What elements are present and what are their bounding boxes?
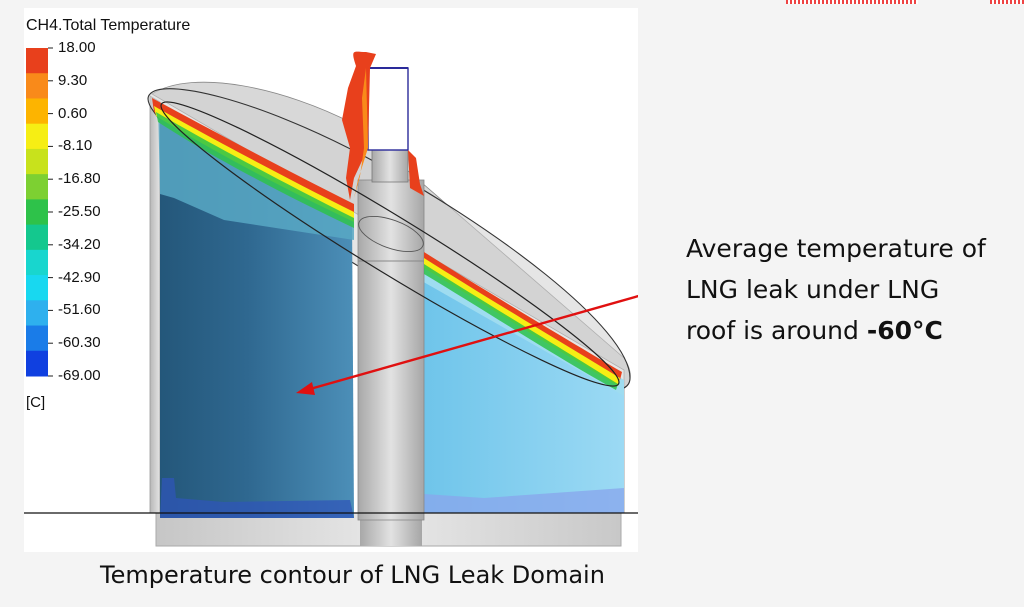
legend-tick-label: 18.00 bbox=[58, 39, 96, 56]
pipe-top-section bbox=[367, 67, 409, 151]
legend-color-step bbox=[26, 249, 48, 276]
legend-color-step bbox=[26, 48, 48, 74]
legend-color-step bbox=[26, 224, 48, 251]
legend-color-step bbox=[26, 98, 48, 125]
legend-color-step bbox=[26, 275, 48, 301]
legend-color-step bbox=[26, 350, 48, 377]
roof-band-right-green bbox=[424, 264, 618, 390]
pipe-collar-ellipse bbox=[358, 215, 424, 253]
roof-band-green bbox=[156, 112, 354, 228]
legend-color-step bbox=[26, 199, 48, 226]
cold-pool-bottom-right bbox=[424, 488, 624, 513]
legend-color-step bbox=[26, 148, 48, 175]
simulation-panel: CH4.Total Temperature 18.00 9.30 0.60 -8.10… bbox=[24, 8, 638, 552]
legend-tick-label: -25.50 bbox=[58, 203, 101, 220]
cold-pool-bottom bbox=[160, 478, 354, 518]
warm-plume bbox=[342, 51, 376, 200]
temperature-contour-scene bbox=[24, 47, 638, 547]
legend-tick-label: -34.20 bbox=[58, 235, 101, 253]
legend-color-step bbox=[26, 123, 48, 150]
legend-color-step bbox=[26, 325, 48, 352]
annotation-line-2: LNG leak under LNG bbox=[686, 275, 940, 304]
legend-color-step bbox=[26, 300, 48, 327]
annotation-line-1: Average temperature of bbox=[686, 234, 986, 263]
warm-plume-edge bbox=[354, 68, 368, 198]
center-pipe bbox=[357, 179, 425, 521]
legend-tick-label: -16.80 bbox=[58, 170, 101, 188]
legend-tick-label: 9.30 bbox=[58, 71, 88, 89]
warm-plume-side bbox=[408, 150, 424, 196]
top-edge-marker-left bbox=[786, 0, 918, 4]
annotation-temperature-value: -60°C bbox=[866, 316, 943, 345]
legend-tick-label: -42.90 bbox=[58, 268, 101, 286]
figure-caption: Temperature contour of LNG Leak Domain bbox=[100, 561, 605, 589]
tank-left-wall bbox=[149, 95, 161, 514]
legend-color-scale bbox=[26, 47, 53, 377]
annotation-arrow bbox=[309, 294, 638, 391]
annotation-arrowhead bbox=[296, 382, 315, 395]
legend-color-step bbox=[26, 174, 48, 200]
top-edge-marker-right bbox=[990, 0, 1024, 4]
legend-title: CH4.Total Temperature bbox=[26, 17, 191, 34]
legend-tick-label: 0.60 bbox=[58, 104, 88, 122]
annotation-text: Average temperature of LNG leak under LN… bbox=[686, 228, 1016, 351]
legend-tick-label: -8.10 bbox=[58, 137, 93, 155]
legend-color-step bbox=[26, 73, 48, 99]
legend-unit: [C] bbox=[26, 394, 46, 411]
annotation-line-3: roof is around -60°C bbox=[686, 310, 1016, 351]
legend-tick-label: -51.60 bbox=[58, 301, 101, 319]
roof-temperature-band-right bbox=[424, 252, 622, 380]
cold-fluid-right bbox=[420, 262, 624, 513]
pipe-mid-section bbox=[371, 147, 409, 183]
roof-outline bbox=[160, 101, 620, 387]
legend-tick-label: -60.30 bbox=[58, 334, 101, 352]
annotation-line-3-prefix: roof is around bbox=[686, 316, 867, 345]
legend-tick-label: -69.00 bbox=[58, 367, 101, 384]
roof-band-right-yellow bbox=[424, 258, 620, 386]
